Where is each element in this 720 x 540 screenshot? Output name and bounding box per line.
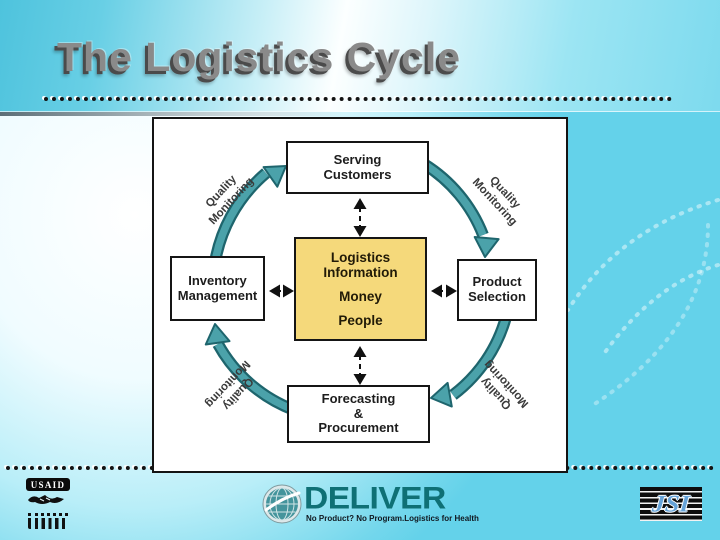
box-label: Information [323, 264, 398, 280]
box-label: Customers [323, 166, 392, 182]
box-label: Money [339, 289, 382, 304]
box-label: Forecasting [321, 391, 396, 407]
deliver-tagline-left: No Product? No Program. [306, 514, 405, 523]
usaid-logo: USAID [26, 478, 72, 529]
deliver-wordmark: DELIVER [304, 481, 446, 516]
box-label: Management [177, 287, 258, 303]
slide-title: The Logistics Cycle [57, 34, 462, 80]
box-label: People [338, 313, 383, 329]
title-band-shadow [0, 112, 345, 116]
box-label: Procurement [318, 420, 399, 436]
title-band [0, 0, 720, 112]
diagram-panel: Serving Customers Inventory Management P… [152, 117, 568, 473]
quality-monitoring-label-top-right: Quality Monitoring [469, 174, 523, 228]
jsi-wordmark: JSI [651, 490, 691, 517]
globe-icon [262, 484, 302, 524]
box-label: & [353, 405, 364, 421]
box-label: Product [472, 274, 522, 290]
usaid-shield-icon [28, 513, 68, 529]
top-dotted-divider [42, 96, 672, 102]
jsi-logo: JSI [640, 487, 702, 521]
box-logistics-information: Logistics Information Money People [294, 237, 427, 341]
deliver-tagline-right: Logistics for Health [404, 514, 479, 523]
quality-monitoring-label-bottom-left: Quality Monitoring [202, 358, 256, 412]
quality-monitoring-label-bottom-right: Quality Monitoring [478, 358, 532, 412]
box-label: Serving [333, 151, 382, 167]
deliver-logo: DELIVER No Product? No Program. Logistic… [262, 481, 479, 529]
decorative-dotted-arcs [566, 198, 720, 407]
box-label: Selection [468, 289, 526, 304]
box-label: Inventory [188, 272, 247, 288]
deliver-taglines: No Product? No Program. Logistics for He… [306, 514, 479, 523]
box-forecasting-procurement: Forecasting & Procurement [287, 385, 430, 443]
usaid-wordmark: USAID [26, 478, 70, 491]
box-inventory-management: Inventory Management [170, 256, 265, 321]
quality-monitoring-label-top-left: Quality Monitoring [203, 173, 257, 227]
box-serving-customers: Serving Customers [286, 141, 429, 194]
box-label: Logistics [330, 249, 391, 265]
box-product-selection: Product Selection [457, 259, 537, 321]
handshake-icon [28, 495, 64, 504]
